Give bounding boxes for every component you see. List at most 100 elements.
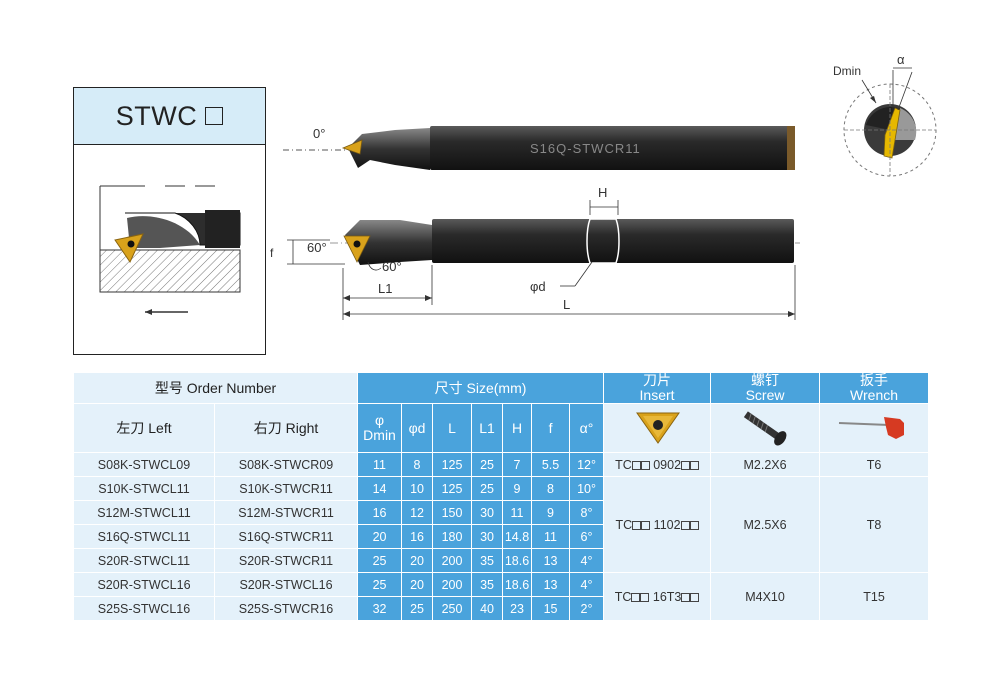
cell-dmin: 11 (357, 452, 403, 477)
insert-code: 0902 (653, 457, 682, 472)
cell-dmin: 16 (357, 500, 403, 525)
cell-alpha: 4° (569, 572, 605, 597)
cell-f: 15 (531, 596, 571, 621)
insert-code-cell: TC 16T3 (603, 572, 712, 621)
table-row-left: S20R-STWCL11 (73, 548, 215, 573)
header-wrench-en: Wrench (850, 387, 899, 403)
blank-box-icon (641, 520, 651, 530)
cell-L: 250 (432, 596, 473, 621)
angle-60-right-label: 60° (382, 259, 402, 274)
cell-dmin: 20 (357, 524, 403, 549)
blank-box-icon (681, 592, 691, 602)
table-row-right: S25S-STWCR16 (213, 596, 359, 621)
screw-cell: M4X10 (710, 572, 821, 621)
angle-zero-label: 0° (313, 126, 325, 141)
product-title-box: STWC (73, 87, 266, 355)
bore-sketch (99, 185, 241, 315)
cell-H: 7 (502, 452, 533, 477)
header-phid: φd (401, 403, 434, 453)
header-L: L (432, 403, 473, 453)
screw-image (710, 403, 821, 453)
tool-top-view: 0° S16Q-STWCR11 (283, 126, 795, 170)
technical-drawing: 0° S16Q-STWCR11 H φd f 60° 60° (99, 52, 937, 320)
cell-d: 12 (401, 500, 434, 525)
cell-dmin: 25 (357, 572, 403, 597)
cell-d: 20 (401, 548, 434, 573)
cell-L: 180 (432, 524, 473, 549)
table-row-right: S12M-STWCR11 (213, 500, 359, 525)
tool-marking: S16Q-STWCR11 (530, 141, 641, 156)
product-title-text: STWC (115, 100, 198, 131)
insert-prefix: TC (615, 517, 633, 532)
cell-L: 150 (432, 500, 473, 525)
table-row-left: S12M-STWCL11 (73, 500, 215, 525)
cell-alpha: 12° (569, 452, 605, 477)
header-insert-cn: 刀片 (643, 372, 672, 388)
cell-H: 14.8 (502, 524, 533, 549)
insert-code: 1102 (653, 517, 681, 532)
blank-box-icon (680, 520, 690, 530)
table-row-right: S10K-STWCR11 (213, 476, 359, 501)
H-label: H (598, 185, 607, 200)
wrench-cell: T6 (819, 452, 930, 477)
cell-L1: 40 (471, 596, 504, 621)
cell-d: 8 (401, 452, 434, 477)
cell-L1: 30 (471, 524, 504, 549)
cell-H: 18.6 (502, 572, 533, 597)
alpha-label: α (897, 52, 905, 67)
L1-label: L1 (378, 281, 392, 296)
product-title: STWC (74, 88, 265, 145)
header-phi: φ (374, 412, 385, 428)
cell-L: 200 (432, 572, 473, 597)
dmin-label: Dmin (833, 64, 861, 78)
cell-alpha: 2° (569, 596, 605, 621)
cell-dmin: 14 (357, 476, 403, 501)
wrench-cell: T15 (819, 572, 930, 621)
header-dmin-text: Dmin (363, 427, 396, 443)
cell-L1: 30 (471, 500, 504, 525)
wrench-image (819, 403, 930, 453)
header-f: f (531, 403, 571, 453)
header-H: H (502, 403, 533, 453)
insert-icon (636, 412, 681, 444)
cell-d: 20 (401, 572, 434, 597)
L-label: L (563, 297, 570, 312)
header-wrench-cn: 扳手 (860, 372, 889, 388)
wrench-cell: T8 (819, 476, 930, 573)
screw-icon (743, 410, 787, 445)
header-size: 尺寸 Size(mm) (357, 372, 605, 404)
cell-alpha: 4° (569, 548, 605, 573)
cell-L: 200 (432, 548, 473, 573)
cell-f: 13 (531, 548, 571, 573)
table-row-left: S20R-STWCL16 (73, 572, 215, 597)
wrench-icon (839, 416, 905, 439)
header-insert-en: Insert (639, 387, 675, 403)
header-L1: L1 (471, 403, 504, 453)
cell-alpha: 10° (569, 476, 605, 501)
blank-box-icon (681, 460, 691, 470)
cell-L1: 35 (471, 572, 504, 597)
cell-L1: 35 (471, 548, 504, 573)
table-row-left: S16Q-STWCL11 (73, 524, 215, 549)
blank-box-icon (689, 520, 699, 530)
cell-L: 125 (432, 476, 473, 501)
header-left: 左刀 Left (73, 403, 215, 453)
cell-alpha: 6° (569, 524, 605, 549)
cell-f: 11 (531, 524, 571, 549)
cell-H: 11 (502, 500, 533, 525)
phi-d-label: φd (530, 279, 546, 294)
dmin-end-view: α Dmin (833, 52, 937, 177)
cell-L1: 25 (471, 452, 504, 477)
cell-L: 125 (432, 452, 473, 477)
cell-f: 9 (531, 500, 571, 525)
cell-dmin: 32 (357, 596, 403, 621)
insert-prefix: TC (615, 457, 632, 472)
insert-image (603, 403, 712, 453)
cell-alpha: 8° (569, 500, 605, 525)
screw-cell: M2.2X6 (710, 452, 821, 477)
cell-f: 13 (531, 572, 571, 597)
